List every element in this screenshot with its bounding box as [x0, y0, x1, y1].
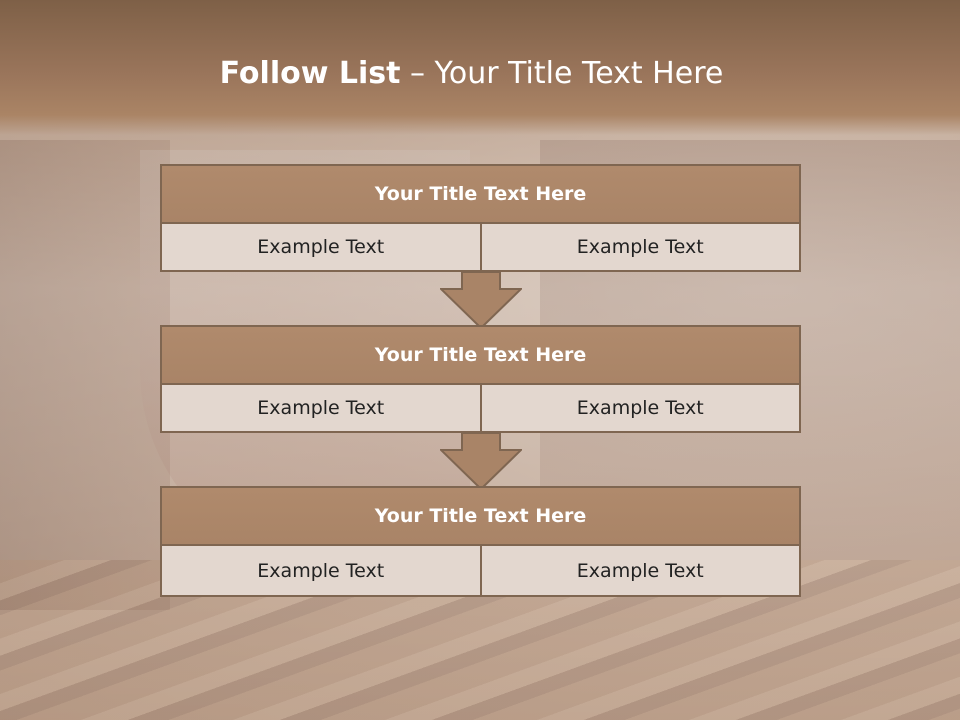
slide-title[interactable]: Follow List – Your Title Text Here — [0, 56, 943, 91]
block-row: Example Text Example Text — [162, 385, 799, 431]
slide-title-bold: Follow List — [219, 56, 401, 91]
block-title[interactable]: Your Title Text Here — [162, 327, 799, 385]
down-arrow-icon — [440, 432, 522, 490]
list-block-2[interactable]: Your Title Text Here Example Text Exampl… — [160, 325, 801, 433]
block-cell-left[interactable]: Example Text — [162, 224, 480, 270]
block-title[interactable]: Your Title Text Here — [162, 488, 799, 546]
block-cell-right[interactable]: Example Text — [479, 385, 799, 431]
slide-title-rest: – Your Title Text Here — [400, 56, 724, 91]
block-row: Example Text Example Text — [162, 224, 799, 270]
down-arrow-icon — [440, 271, 522, 329]
block-cell-left[interactable]: Example Text — [162, 385, 480, 431]
block-cell-right[interactable]: Example Text — [479, 224, 799, 270]
block-cell-left[interactable]: Example Text — [162, 546, 480, 595]
block-row: Example Text Example Text — [162, 546, 799, 595]
list-block-3[interactable]: Your Title Text Here Example Text Exampl… — [160, 486, 801, 597]
title-bar — [0, 0, 960, 135]
bg-crane-structure — [0, 140, 170, 610]
block-title[interactable]: Your Title Text Here — [162, 166, 799, 224]
list-block-1[interactable]: Your Title Text Here Example Text Exampl… — [160, 164, 801, 272]
block-cell-right[interactable]: Example Text — [479, 546, 799, 595]
